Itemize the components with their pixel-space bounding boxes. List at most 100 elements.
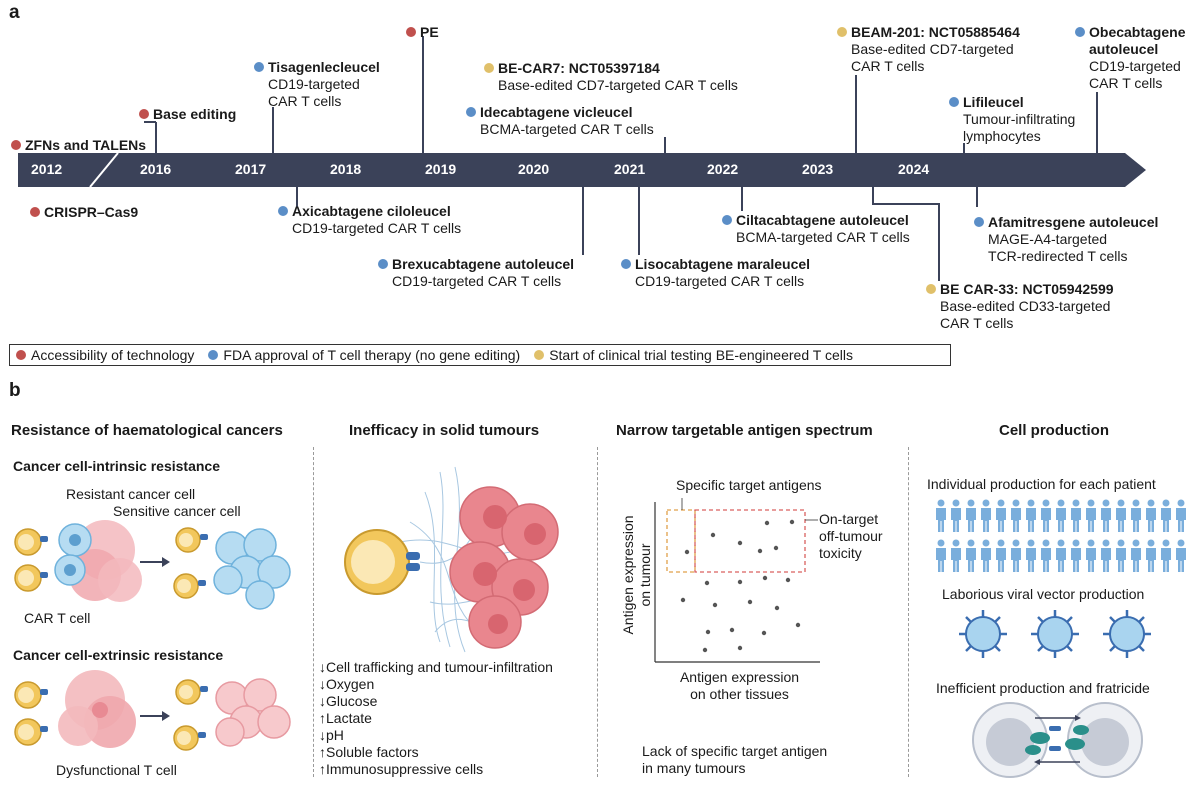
label-specific-antigens: Specific target antigens xyxy=(676,477,822,493)
subtitle-intrinsic: Cancer cell-intrinsic resistance xyxy=(13,458,220,474)
category-dot xyxy=(139,109,149,119)
legend: Accessibility of technology FDA approval… xyxy=(9,344,951,366)
year-label: 2021 xyxy=(614,161,646,177)
tumour-cluster-icon xyxy=(58,670,136,748)
subtitle-extrinsic: Cancer cell-extrinsic resistance xyxy=(13,647,224,663)
effect-item: ↓pH xyxy=(319,727,344,743)
year-label: 2016 xyxy=(140,161,172,177)
label-fratricide: Inefficient production and fratricide xyxy=(936,680,1150,696)
connector-becar33-v1 xyxy=(872,187,874,204)
person-icon xyxy=(981,539,991,572)
antigen-footer: Lack of specific target antigen in many … xyxy=(642,743,828,776)
person-icon xyxy=(1071,539,1081,572)
effect-item: ↓Cell trafficking and tumour-infiltratio… xyxy=(319,659,553,675)
connector-afami xyxy=(976,187,978,207)
person-icon xyxy=(981,499,991,532)
connector-becar33-v2 xyxy=(938,203,940,281)
person-icon xyxy=(1116,499,1126,532)
year-label: 2022 xyxy=(707,161,739,177)
connector-becar33-h xyxy=(872,203,939,205)
person-icon xyxy=(1041,499,1051,532)
year-label: 2019 xyxy=(425,161,457,177)
section-title-antigen: Narrow targetable antigen spectrum xyxy=(616,422,873,439)
label-sensitive: Sensitive cancer cell xyxy=(113,503,241,519)
event-afamitresgene: Afamitresgene autoleucel MAGE-A4-targete… xyxy=(974,214,1158,265)
person-icon xyxy=(1026,499,1036,532)
effect-item: ↑Immunosuppressive cells xyxy=(319,761,484,777)
person-icon xyxy=(1131,499,1141,532)
category-dot xyxy=(466,107,476,117)
person-icon xyxy=(1161,499,1171,532)
person-icon xyxy=(951,539,961,572)
person-icon xyxy=(1011,539,1021,572)
event-obecabtagene: Obecabtagene autoleucel CD19-targeted CA… xyxy=(1075,24,1185,92)
label-individual-production: Individual production for each patient xyxy=(927,476,1156,492)
person-icon xyxy=(1116,539,1126,572)
label-cart: CAR T cell xyxy=(24,610,91,626)
event-brexucabtagene: Brexucabtagene autoleucel CD19-targeted … xyxy=(378,256,574,290)
connector-lifi xyxy=(963,143,965,153)
label-dysfunctional: Dysfunctional T cell xyxy=(56,762,177,778)
car-receptor-icon xyxy=(1049,726,1061,751)
tumour-cluster-icon xyxy=(54,520,142,602)
column-divider xyxy=(908,447,909,777)
dysfunctional-tcell-icon xyxy=(14,681,48,746)
category-dot xyxy=(974,217,984,227)
event-base-editing: Base editing xyxy=(139,106,236,123)
arrow-right-icon xyxy=(162,711,170,721)
person-icon xyxy=(1056,499,1066,532)
connector-obe xyxy=(1096,92,1098,153)
person-icon xyxy=(966,499,976,532)
resistant-cluster-icon xyxy=(213,528,291,610)
column-divider xyxy=(597,447,598,777)
person-icon xyxy=(1161,539,1171,572)
category-dot xyxy=(278,206,288,216)
person-icon xyxy=(1146,499,1156,532)
car-t-cell-icon xyxy=(344,529,420,595)
viral-vectors xyxy=(959,610,1151,658)
year-label: 2012 xyxy=(31,161,63,177)
virus-icon xyxy=(1103,610,1151,658)
tumour-cells-icon xyxy=(449,486,559,649)
x-axis-label: Antigen expression on other tissues xyxy=(679,669,800,702)
person-icon xyxy=(1086,499,1096,532)
event-idecabtagene: Idecabtagene vicleucel BCMA-targeted CAR… xyxy=(466,104,654,138)
effect-item: ↓Glucose xyxy=(319,693,378,709)
event-axicabtagene: Axicabtagene ciloleucel CD19-targeted CA… xyxy=(278,203,461,237)
arrow-right-icon xyxy=(162,557,170,567)
event-be-car33: BE CAR-33: NCT05942599 Base-edited CD33-… xyxy=(926,281,1114,332)
solid-tumour-illustration xyxy=(344,466,559,653)
year-label: 2018 xyxy=(330,161,362,177)
virus-icon xyxy=(1031,610,1079,658)
connector-base xyxy=(155,122,157,153)
person-icon xyxy=(1071,499,1081,532)
category-dot xyxy=(949,97,959,107)
connector-pe xyxy=(422,36,424,153)
surviving-tumour-icon xyxy=(215,678,291,747)
y-axis-label: Antigen expression on tumour xyxy=(620,515,653,635)
antigen-scatter-plot xyxy=(654,498,820,663)
category-dot xyxy=(30,207,40,217)
antigen-points xyxy=(680,519,801,653)
label-resistant: Resistant cancer cell xyxy=(66,486,196,502)
haem-illustration xyxy=(14,520,291,751)
person-icon xyxy=(1146,539,1156,572)
section-title-haem: Resistance of haematological cancers xyxy=(11,422,283,439)
legend-item-fda: FDA approval of T cell therapy (no gene … xyxy=(208,347,520,363)
section-title-production: Cell production xyxy=(999,422,1109,439)
panel-b-letter: b xyxy=(9,380,21,401)
person-icon xyxy=(1101,539,1111,572)
person-icon xyxy=(1041,539,1051,572)
receptor-icon xyxy=(1025,725,1089,755)
solid-effects-list: ↓Cell trafficking and tumour-infiltratio… xyxy=(319,659,553,778)
year-label: 2024 xyxy=(898,161,930,177)
connector-cilta xyxy=(741,187,743,211)
label-viral-vector: Laborious viral vector production xyxy=(942,586,1145,602)
person-icon xyxy=(1131,539,1141,572)
cart-cell-icon xyxy=(14,528,48,592)
effect-item: ↑Soluble factors xyxy=(319,744,419,760)
connector-ide xyxy=(664,137,666,153)
event-be-car7: BE-CAR7: NCT05397184 Base-edited CD7-tar… xyxy=(484,60,738,94)
person-icon xyxy=(1176,499,1186,532)
event-ciltacabtagene: Ciltacabtagene autoleucel BCMA-targeted … xyxy=(722,212,910,246)
